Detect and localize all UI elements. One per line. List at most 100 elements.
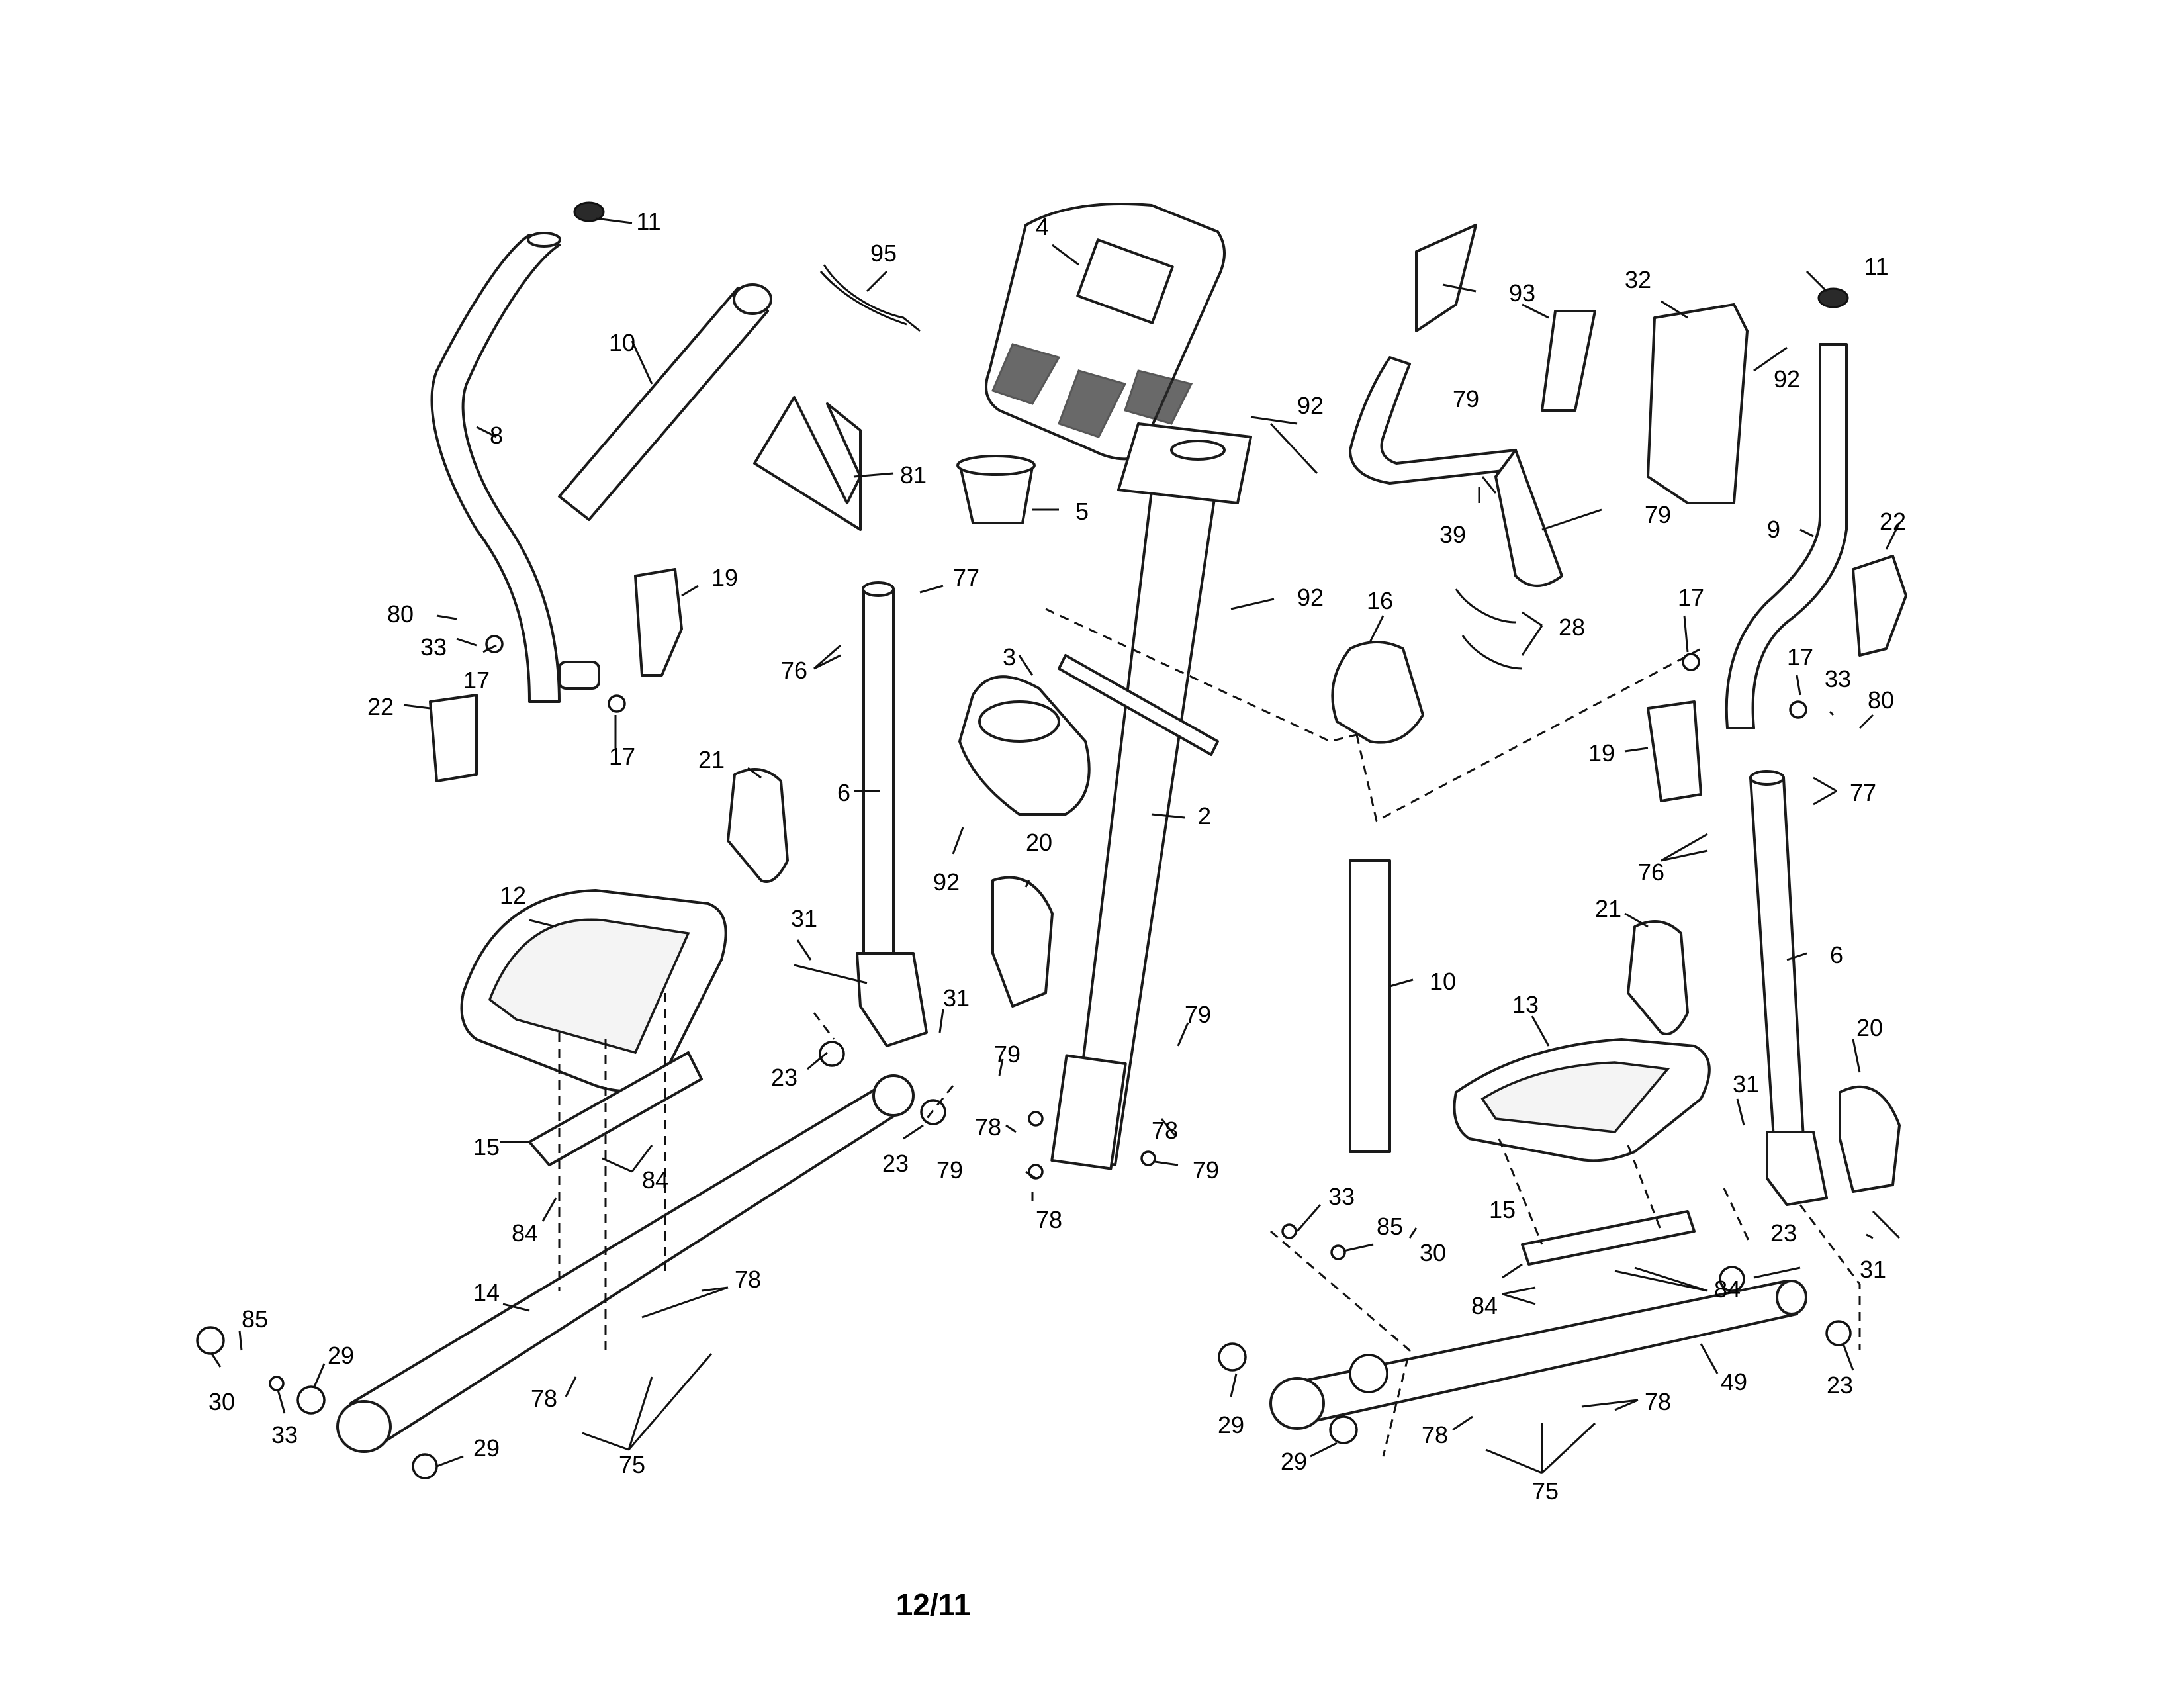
cover-20-right [1839, 1085, 1901, 1193]
cover-19-left [634, 568, 683, 677]
callout-4: 4 [1036, 213, 1049, 240]
callout-92-upright: 92 [1297, 584, 1324, 611]
callout-30-right: 30 [1420, 1239, 1446, 1266]
callout-33-left-lower: 33 [271, 1421, 298, 1448]
callout-80-right: 80 [1868, 686, 1894, 714]
pulse-grip-93-upper [1415, 224, 1477, 332]
callout-92-console: 92 [1297, 392, 1324, 419]
upper-handlebar-39 [1349, 356, 1563, 587]
callout-10-right: 10 [1430, 968, 1456, 995]
callout-77-left: 77 [953, 564, 979, 591]
callout-29-right-a: 29 [1218, 1411, 1244, 1438]
water-cup-5 [956, 455, 1036, 524]
shroud-16 [1331, 641, 1424, 744]
callout-75-left: 75 [619, 1451, 645, 1478]
callout-11-left: 11 [636, 208, 660, 235]
callout-84-right-a: 84 [1471, 1292, 1498, 1319]
cover-22-right [1852, 555, 1907, 657]
foam-grip-10-right [1349, 859, 1391, 1153]
callout-5: 5 [1075, 498, 1089, 525]
callout-13: 13 [1512, 991, 1539, 1018]
callout-16: 16 [1367, 587, 1393, 614]
pedal-arm-49-right [1269, 1280, 1807, 1430]
callout-31-left-bolt: 31 [943, 984, 970, 1011]
callout-78-left-upper: 78 [975, 1113, 1001, 1141]
leg-6-left [856, 581, 928, 1047]
callout-30-left: 30 [208, 1388, 235, 1415]
callout-3: 3 [1003, 643, 1016, 671]
callout-93: 93 [1509, 279, 1535, 306]
callout-11-right: 11 [1864, 253, 1888, 280]
cover-19-right [1647, 700, 1702, 802]
pulse-grip-93-lower [1541, 310, 1596, 412]
callout-76-right: 76 [1638, 859, 1664, 886]
hood-32 [1647, 303, 1749, 504]
pedal-13-right [1453, 1038, 1711, 1162]
wires-28 [1455, 588, 1523, 670]
assembly-lines [558, 993, 1861, 1457]
callout-14: 14 [473, 1279, 500, 1306]
callout-29-right-b: 29 [1281, 1448, 1307, 1475]
callout-39: 39 [1439, 521, 1466, 548]
callout-17-right-a: 17 [1678, 584, 1704, 611]
callout-80-left: 80 [387, 600, 414, 628]
upright-frame-2 [1050, 422, 1252, 1170]
callout-33-right: 33 [1825, 665, 1851, 692]
hardware [196, 635, 1901, 1479]
callout-28: 28 [1559, 614, 1585, 641]
callout-78-left-bolts-b: 78 [531, 1385, 557, 1412]
callout-19-right: 19 [1588, 739, 1615, 767]
callout-33-right-lower: 33 [1328, 1183, 1355, 1210]
cover-21-left [727, 768, 789, 883]
callout-22-right: 22 [1880, 508, 1906, 535]
pedal-bracket-15-right [1521, 1210, 1696, 1266]
callout-79-left-lower: 79 [936, 1156, 963, 1184]
callout-22-left: 22 [367, 693, 394, 720]
callout-17-right-b: 17 [1787, 643, 1813, 671]
callout-92-hood: 92 [1774, 365, 1800, 393]
callout-32: 32 [1625, 266, 1651, 293]
callout-84-right-b: 84 [1714, 1276, 1741, 1303]
foam-grip-10-left [558, 283, 772, 521]
callout-79-left-upper: 79 [994, 1041, 1021, 1068]
cover-21-right [1627, 920, 1689, 1035]
callout-15-right: 15 [1489, 1196, 1516, 1223]
assembly-line-upper [1045, 608, 1702, 823]
console-4 [985, 203, 1226, 461]
callout-9: 9 [1767, 516, 1780, 543]
cover-22-left [429, 694, 478, 782]
wire-95 [819, 264, 921, 332]
page-number: 12/11 [896, 1587, 971, 1622]
callout-85-right: 85 [1377, 1213, 1403, 1240]
callout-78-right-upper: 78 [1152, 1117, 1178, 1144]
cover-20-left [991, 876, 1054, 1008]
callout-78-lower: 78 [1036, 1206, 1062, 1233]
callout-81: 81 [900, 461, 927, 489]
callout-92-shroud: 92 [933, 868, 960, 896]
callout-leaders [210, 217, 1901, 1474]
axle [1058, 654, 1219, 756]
callout-79-right-lower: 79 [1193, 1156, 1219, 1184]
callout-20-left: 20 [1026, 829, 1052, 856]
pedal-bracket-15-left [528, 1051, 703, 1166]
callout-79-handlebar-side: 79 [1645, 501, 1671, 528]
callout-23-right-a: 23 [1770, 1219, 1797, 1246]
callout-17-left-b: 17 [609, 743, 635, 770]
callout-6-right: 6 [1830, 941, 1843, 968]
callout-19-left: 19 [711, 564, 738, 591]
callout-labels: 11 10 8 95 81 5 4 92 93 32 11 92 79 79 3… [208, 208, 1906, 1505]
callout-21-right: 21 [1595, 895, 1621, 922]
callout-79-right-upper: 79 [1185, 1001, 1211, 1028]
leg-6-right [1749, 770, 1828, 1206]
callout-75-right: 75 [1532, 1477, 1559, 1505]
callout-12: 12 [500, 882, 526, 909]
callout-76-left: 76 [781, 657, 807, 684]
right-handlebar-arm-9 [1725, 287, 1849, 729]
callout-20-right: 20 [1856, 1014, 1883, 1041]
callout-17-left-a: 17 [463, 667, 490, 694]
callout-78-left-bolts-a: 78 [735, 1266, 761, 1293]
callout-23-left-a: 23 [771, 1064, 797, 1091]
callout-78-right-bolts-b: 78 [1645, 1388, 1671, 1415]
callout-2: 2 [1198, 802, 1211, 829]
end-cap-11-left [573, 201, 605, 222]
